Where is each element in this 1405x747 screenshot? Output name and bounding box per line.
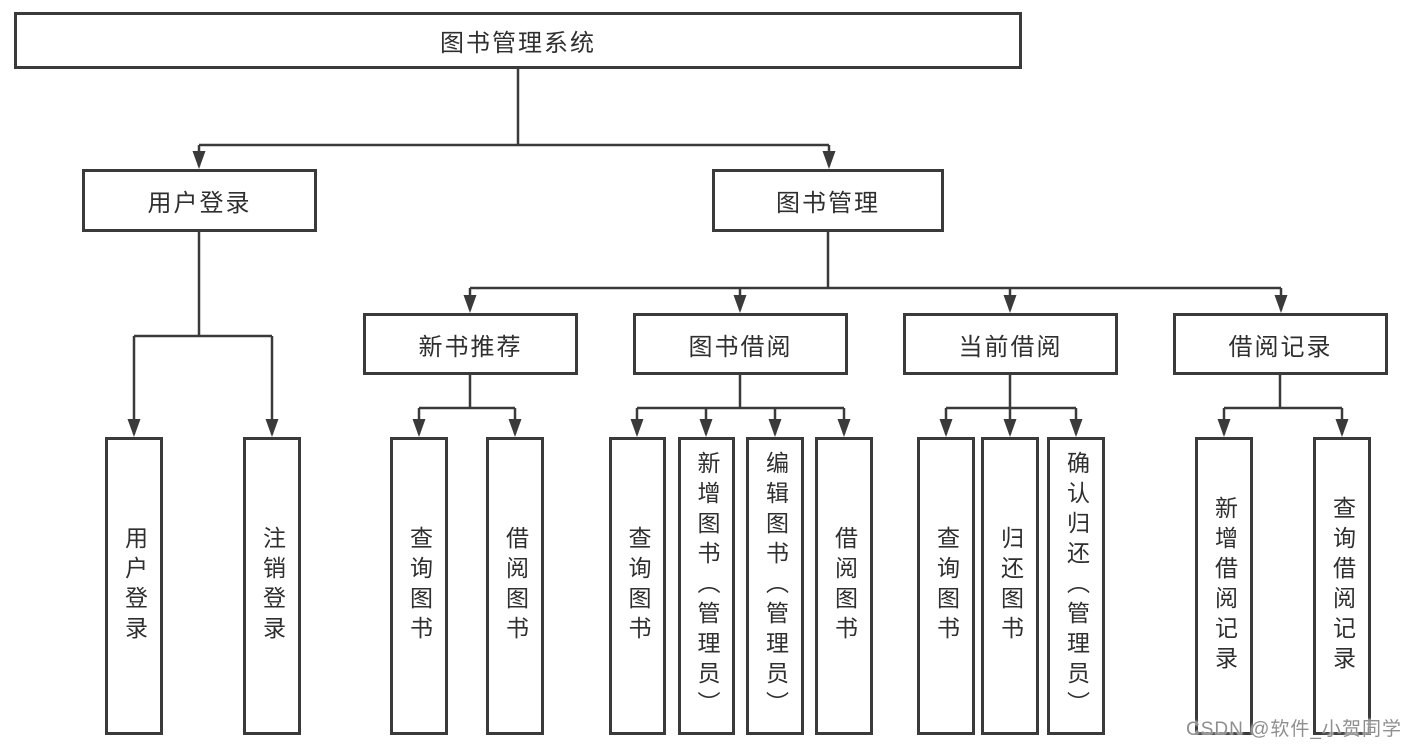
node-book-borrow-label: 图书借阅 [688,333,793,361]
node-borrow-record: 借阅记录 [1173,313,1388,375]
leaf-return-books-label: 归还图书 [997,526,1024,646]
leaf-user-login: 用户登录 [105,437,163,735]
leaf-query-books-recommend: 查询图书 [390,437,448,735]
node-current-borrow: 当前借阅 [903,313,1118,375]
leaf-query-borrow-record-label: 查询借阅记录 [1329,496,1356,676]
leaf-query-books-current-label: 查询图书 [933,526,960,646]
leaf-add-borrow-record-label: 新增借阅记录 [1211,496,1238,676]
leaf-query-borrow-record: 查询借阅记录 [1313,437,1371,735]
node-root-library-system: 图书管理系统 [14,12,1022,69]
leaf-confirm-return-admin: 确认归还（管理员） [1047,437,1105,735]
node-borrow-record-label: 借阅记录 [1228,333,1333,361]
leaf-query-books-borrow-label: 查询图书 [625,526,651,646]
node-book-borrow: 图书借阅 [633,313,848,375]
node-new-book-recommend-label: 新书推荐 [418,333,523,361]
leaf-borrow-books: 借阅图书 [815,437,873,735]
leaf-query-books-borrow: 查询图书 [609,437,666,735]
leaf-query-books-recommend-label: 查询图书 [406,526,433,646]
leaf-add-books-admin-label: 新增图书（管理员） [694,451,720,721]
leaf-borrow-books-label: 借阅图书 [831,526,858,646]
leaf-return-books: 归还图书 [981,437,1039,735]
node-book-management: 图书管理 [712,169,944,232]
leaf-add-books-admin: 新增图书（管理员） [678,437,735,735]
leaf-borrow-books-recommend-label: 借阅图书 [502,526,529,646]
arrowheads [127,151,1349,437]
leaf-logout: 注销登录 [243,437,301,735]
node-user-login: 用户登录 [82,169,317,232]
leaf-edit-books-admin-label: 编辑图书（管理员） [762,451,789,721]
node-new-book-recommend: 新书推荐 [363,313,578,375]
node-book-management-label: 图书管理 [776,190,880,217]
node-root-label: 图书管理系统 [440,30,596,57]
leaf-add-borrow-record: 新增借阅记录 [1195,437,1253,735]
node-user-login-label: 用户登录 [147,190,252,217]
leaf-query-books-current: 查询图书 [917,437,975,735]
node-current-borrow-label: 当前借阅 [958,333,1063,361]
leaf-logout-label: 注销登录 [259,526,286,646]
csdn-watermark: CSDN @软件_小贺同学 [1186,719,1402,740]
leaf-edit-books-admin: 编辑图书（管理员） [746,437,804,735]
leaf-confirm-return-admin-label: 确认归还（管理员） [1063,451,1090,721]
leaf-user-login-label: 用户登录 [121,526,148,646]
leaf-borrow-books-recommend: 借阅图书 [486,437,544,735]
